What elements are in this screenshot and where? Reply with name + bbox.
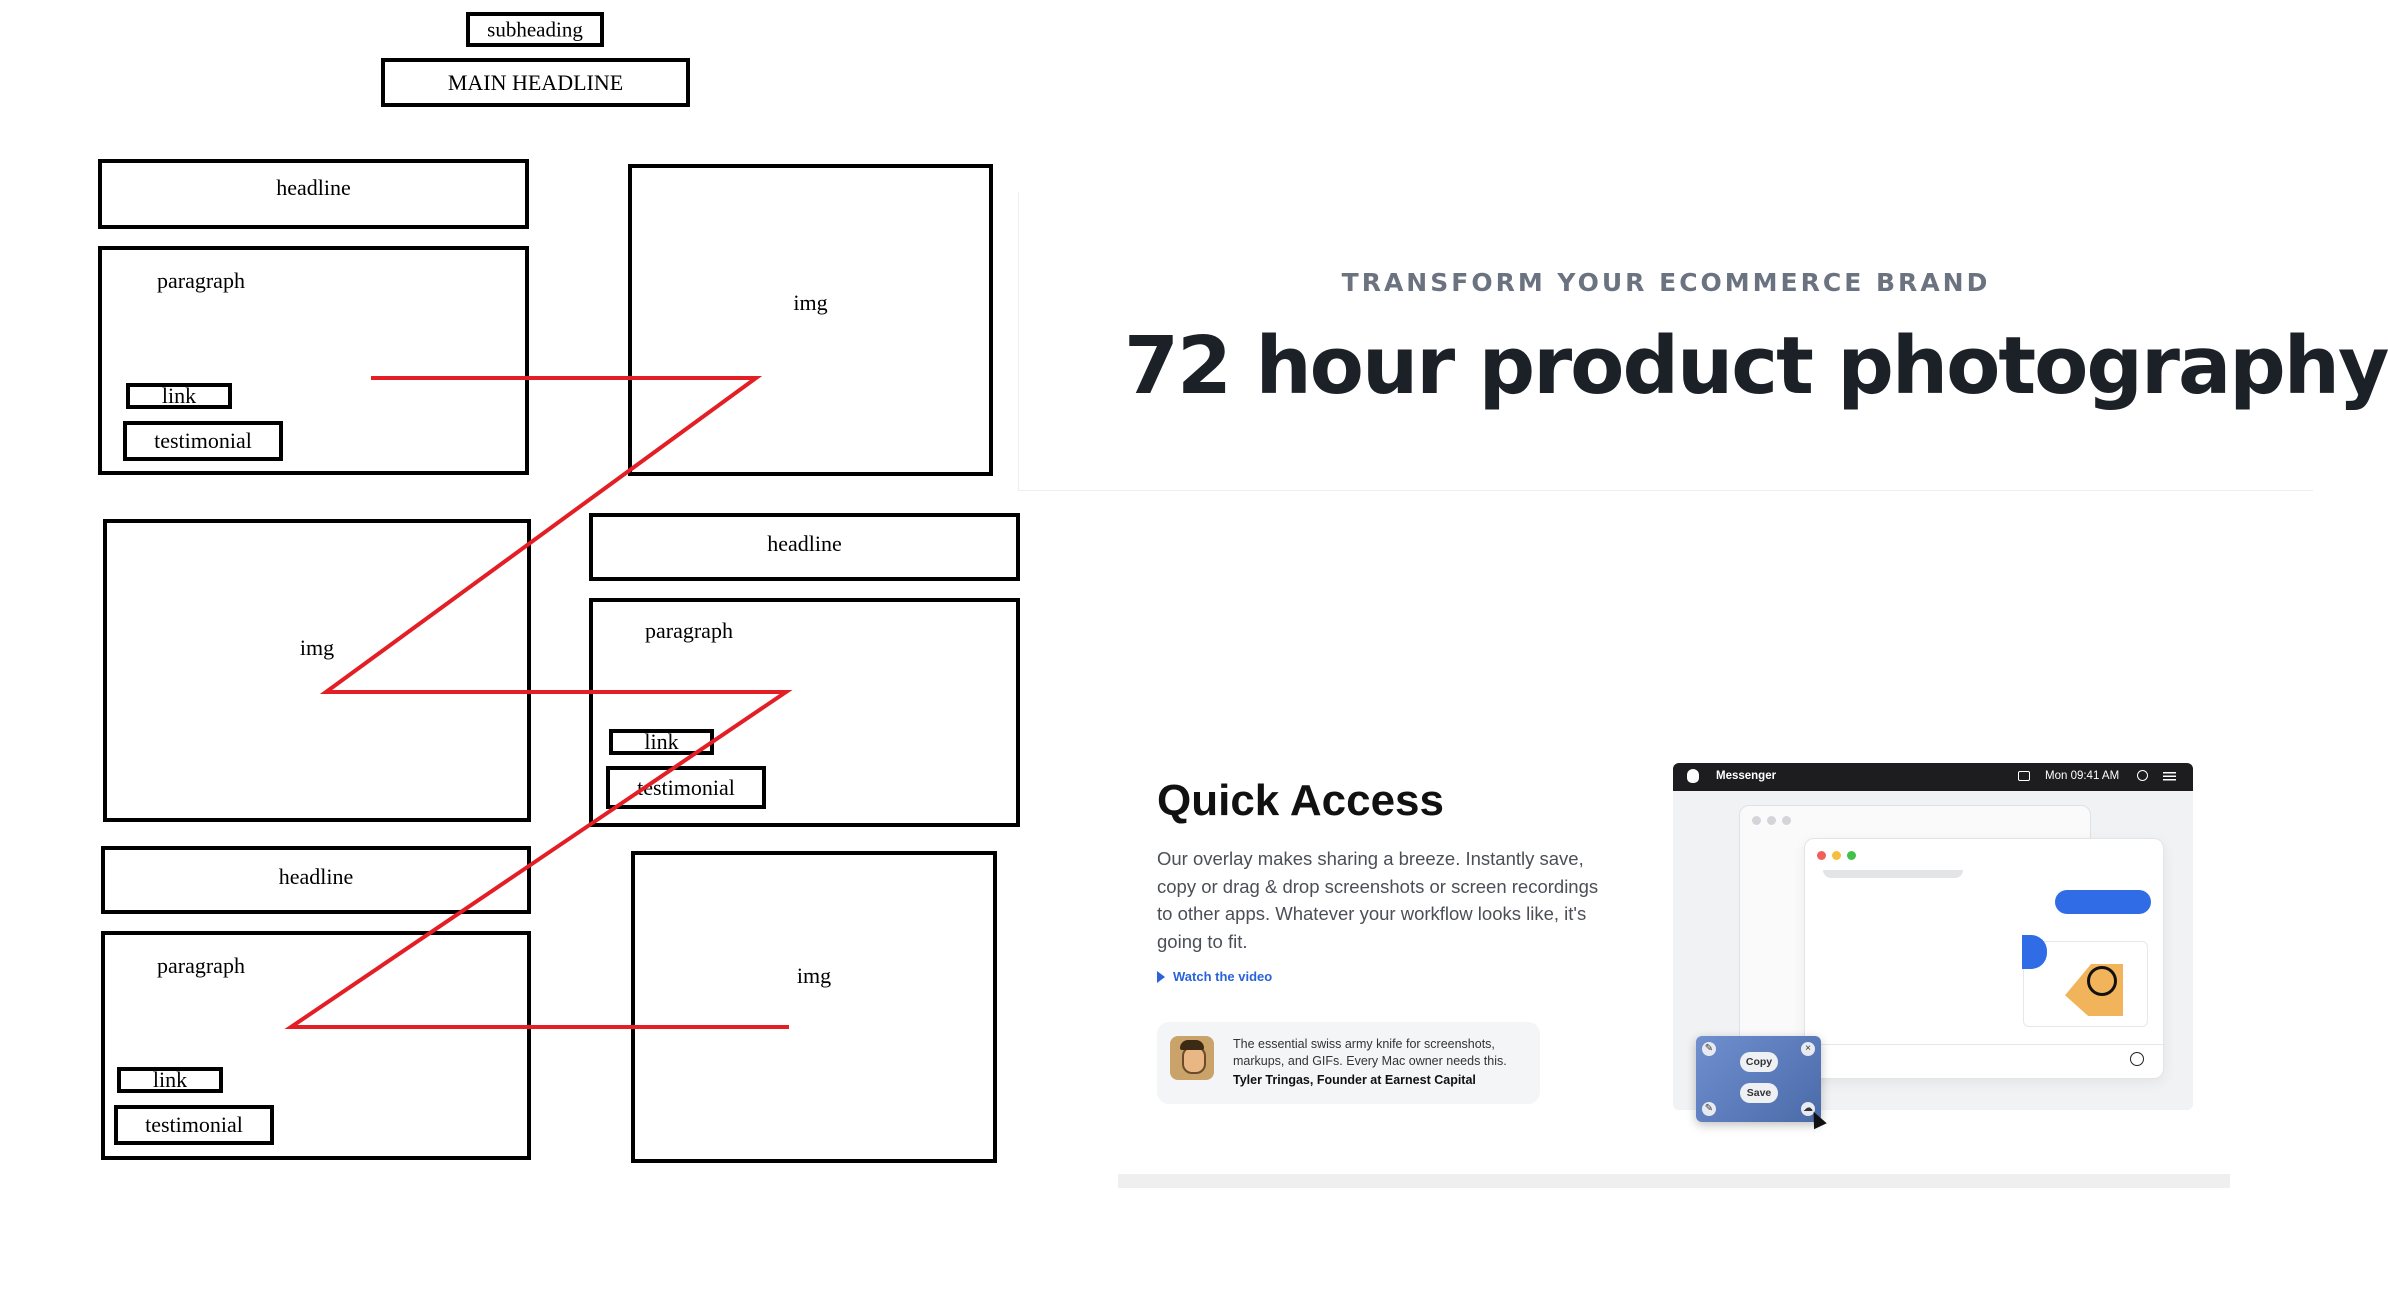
search-icon [2137,770,2148,781]
wf-row1-img-label: img [793,290,828,315]
wf-row1-headline-label: headline [276,175,351,200]
pin-icon[interactable]: ✎ [1702,1042,1716,1056]
wf-subheading-box: subheading [466,12,604,47]
wf-main-headline-label: MAIN HEADLINE [447,69,624,95]
edit-icon[interactable]: ✎ [1702,1102,1716,1116]
wf-row3-paragraph-label: paragraph [157,953,245,978]
emoji-icon[interactable] [2130,1052,2144,1066]
watch-video-label: Watch the video [1173,969,1273,984]
overlay-copy-button[interactable]: Copy [1740,1052,1778,1072]
wf-row3-headline-box: headline [101,846,531,914]
section-divider [1118,1174,2230,1188]
watch-video-link[interactable]: Watch the video [1157,969,1272,984]
wf-row3-testimonial-box: testimonial [114,1105,274,1145]
wf-row2-headline-box: headline [589,513,1020,581]
wf-row2-img-label: img [299,635,335,660]
wf-row1-headline-box: headline [98,159,529,229]
wf-main-headline-box: MAIN HEADLINE [381,58,690,107]
mac-menubar: Messenger Mon 09:41 AM [1673,763,2193,791]
zoom-dot-icon [1847,851,1856,860]
wf-row2-img-box: img [103,519,531,822]
close-dot-icon [1817,851,1826,860]
screen-share-icon [2018,771,2030,781]
wf-row3-link-box: link [117,1067,223,1093]
wf-row3-img-label: img [796,963,832,988]
wf-row1-link-label: link [161,383,197,408]
minimize-dot-icon [1832,851,1841,860]
wf-row3-headline-label: headline [278,864,354,889]
wf-row2-headline-label: headline [767,531,842,556]
wf-row1-paragraph-label: paragraph [157,268,245,293]
feature-title: Quick Access [1157,776,1444,825]
feature-paragraph: Our overlay makes sharing a breeze. Inst… [1157,848,1599,952]
testimonial-card: The essential swiss army knife for scree… [1157,1022,1540,1104]
close-icon[interactable]: × [1801,1042,1815,1056]
wf-row3-img-box: img [631,851,997,1163]
menubar-clock: Mon 09:41 AM [2045,770,2120,782]
hero-section: TRANSFORM YOUR ECOMMERCE BRAND 72 hour p… [1018,192,2388,491]
cloud-icon[interactable]: ☁ [1801,1102,1815,1116]
wf-row2-paragraph-label: paragraph [645,618,733,643]
wf-row1-testimonial-label: testimonial [154,428,252,453]
testimonial-quote: The essential swiss army knife for scree… [1233,1037,1507,1068]
wf-row2-testimonial-label: testimonial [637,774,735,800]
play-icon [1157,970,1165,983]
wf-subheading-label: subheading [487,17,583,41]
wf-row2-link-box: link [609,729,714,755]
mac-mockup: Messenger Mon 09:41 AM ✎ × ✎ ☁ Copy Save [1673,763,2193,1130]
hero-title: 72 hour product photography [1124,320,2388,412]
menubar-app-name: Messenger [1716,770,1777,782]
wf-row1-testimonial-box: testimonial [123,421,283,461]
wf-row1-img-box: img [628,164,993,476]
messenger-window [1804,838,2164,1079]
wf-row2-testimonial-box: testimonial [606,766,766,809]
hero-subheading: TRANSFORM YOUR ECOMMERCE BRAND [1341,268,1991,297]
message-bubble-left [2022,935,2047,969]
avatar [1170,1036,1214,1080]
message-bubble [2055,890,2151,914]
overlay-save-button[interactable]: Save [1740,1083,1778,1103]
quick-access-overlay[interactable]: ✎ × ✎ ☁ Copy Save [1696,1036,1821,1122]
wf-row3-link-label: link [152,1067,188,1092]
wf-row1-link-box: link [126,383,232,409]
testimonial-author: Tyler Tringas, Founder at Earnest Capita… [1233,1073,1476,1087]
wf-row3-testimonial-label: testimonial [145,1112,243,1137]
wf-row2-link-label: link [644,729,679,754]
window-controls [1817,851,1856,860]
menu-list-icon [2163,772,2176,781]
apple-icon [1687,769,1699,783]
